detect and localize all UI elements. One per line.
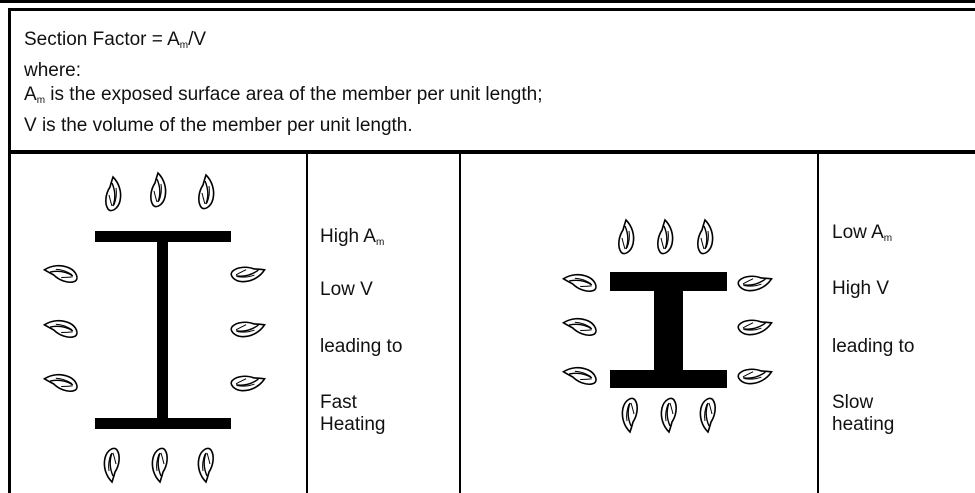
header-bottom-rule [8, 150, 975, 154]
table-left-border [8, 8, 11, 493]
left-label-high-am-text: High A [320, 226, 376, 247]
right-label-high-v: High V [832, 278, 890, 299]
left-label-heating: Heating [320, 414, 386, 435]
definition-header: Section Factor = Am/V where: Am is the e… [24, 28, 542, 138]
divider-right-label [817, 152, 819, 493]
right-label-leading-to: leading to [832, 336, 915, 357]
formula-text: Section Factor = A [24, 29, 180, 50]
left-label-high-am-sub: m [375, 237, 385, 248]
divider-center [459, 152, 461, 493]
left-label-leading-to: leading to [320, 336, 403, 357]
right-label-low-am-sub: m [883, 233, 893, 244]
right-label-low-am: Low Am [832, 222, 892, 250]
header-top-rule [8, 8, 975, 11]
left-label-high-am: High Am [320, 226, 384, 254]
am-definition: Am is the exposed surface area of the me… [24, 83, 542, 114]
left-heat-flames [42, 172, 267, 483]
divider-left-label [306, 152, 308, 493]
am-definition-text: is the exposed surface area of the membe… [45, 84, 543, 105]
right-label-slow: Slow [832, 392, 874, 413]
am-symbol: A [24, 84, 37, 105]
am-subscript: m [36, 95, 46, 106]
left-label-low-v: Low V [320, 279, 373, 300]
left-label-fast: Fast [320, 392, 357, 413]
top-border [0, 0, 975, 3]
formula-subscript: m [179, 40, 189, 51]
where-line: where: [24, 59, 82, 81]
slender-i-beam [95, 231, 231, 429]
stocky-i-beam [610, 272, 727, 388]
formula-line: Section Factor = Am/V [24, 28, 542, 59]
right-label-heating: heating [832, 414, 895, 435]
v-definition: V is the volume of the member per unit l… [24, 114, 413, 136]
formula-suffix: /V [188, 29, 207, 50]
right-label-low-am-text: Low A [832, 222, 884, 243]
